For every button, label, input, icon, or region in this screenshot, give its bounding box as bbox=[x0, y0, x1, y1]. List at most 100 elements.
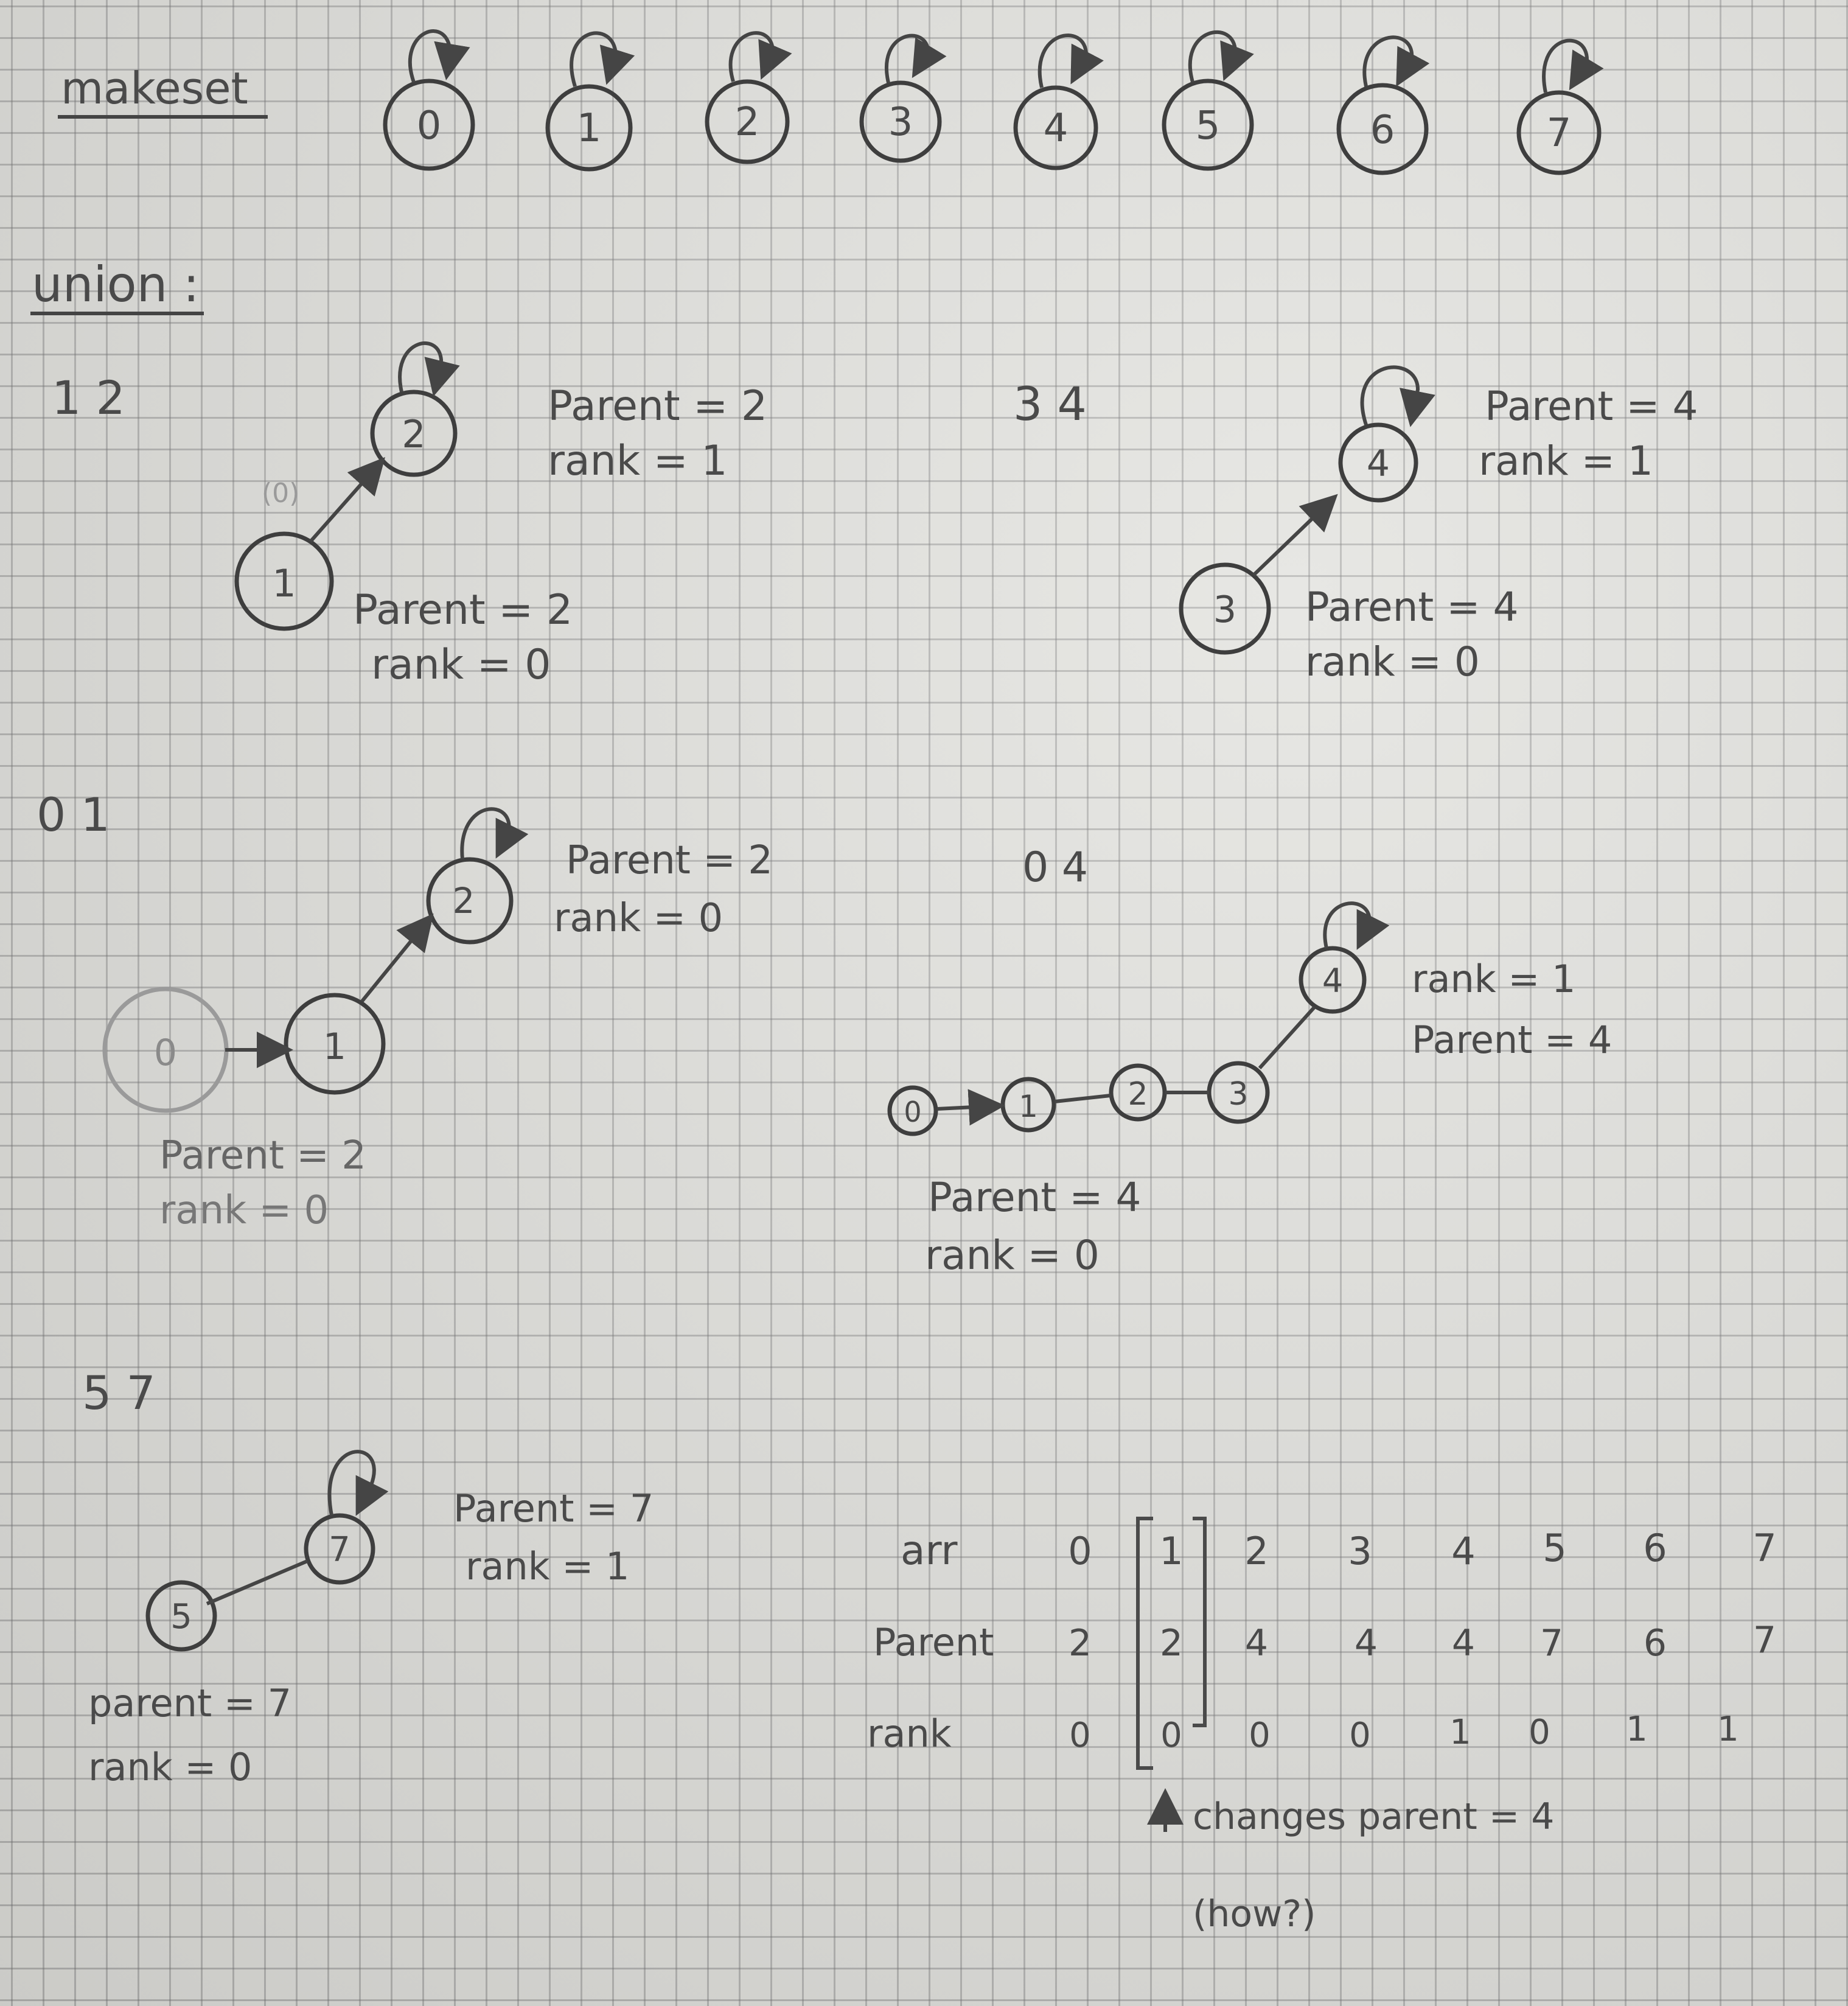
root-node bbox=[304, 1513, 375, 1585]
operation-label: 0 1 bbox=[37, 788, 110, 842]
child-node bbox=[234, 531, 334, 631]
root-parent-text: Parent = 4 bbox=[1412, 1018, 1612, 1062]
node-2-label: 2 bbox=[1128, 1076, 1148, 1113]
child-rank-text: rank = 0 bbox=[925, 1232, 1100, 1279]
node-1-label: 1 bbox=[323, 1026, 346, 1068]
table-cell: 0 bbox=[1068, 1529, 1092, 1573]
table-cell: 1 bbox=[1159, 1529, 1183, 1573]
node-circle bbox=[1516, 90, 1602, 175]
table-cell: 2 bbox=[1244, 1529, 1268, 1573]
node-circle bbox=[859, 80, 942, 163]
union-0-4: 0 4 4 3 2 1 0 rank = 1 Parent = 4 Parent… bbox=[887, 844, 1612, 1279]
edge-3-to-4 bbox=[1252, 494, 1338, 577]
table-cell: 5 bbox=[1543, 1526, 1566, 1570]
child-parent-text: Parent = 2 bbox=[159, 1133, 366, 1178]
note-text: changes parent = 4 bbox=[1193, 1795, 1554, 1838]
node-2 bbox=[426, 857, 514, 945]
self-loop bbox=[1188, 30, 1254, 83]
child-rank-text: rank = 0 bbox=[371, 641, 551, 689]
child-label: 5 bbox=[170, 1597, 192, 1637]
child-parent-text: parent = 7 bbox=[88, 1681, 291, 1725]
table-cell: 1 bbox=[1626, 1710, 1648, 1749]
node-4-label: 4 bbox=[1322, 962, 1343, 1000]
row-label-rank: rank bbox=[867, 1711, 952, 1756]
table-cell: 0 bbox=[1249, 1716, 1271, 1755]
edge-1-to-2 bbox=[360, 913, 434, 1002]
root-parent-text: Parent = 2 bbox=[548, 382, 767, 430]
node-circle bbox=[545, 84, 633, 172]
node-0-label: 0 bbox=[904, 1096, 921, 1128]
self-loop bbox=[398, 341, 460, 397]
root-rank-text: rank = 1 bbox=[548, 437, 728, 485]
self-loop bbox=[1362, 35, 1430, 87]
self-loop bbox=[327, 1450, 389, 1516]
table-cell: 6 bbox=[1644, 1622, 1667, 1665]
root-rank-text: rank = 0 bbox=[554, 896, 723, 941]
child-label: 3 bbox=[1213, 589, 1236, 631]
node-label: 6 bbox=[1370, 108, 1395, 153]
makeset-node-0: 0 bbox=[383, 29, 475, 171]
node-0-label: 0 bbox=[154, 1032, 177, 1074]
operation-label: 0 4 bbox=[1022, 844, 1088, 892]
erased-label: (0) bbox=[262, 478, 299, 509]
union-3-4: 3 4 4 3 Parent = 4 rank = 1 Parent = 4 r… bbox=[1013, 365, 1698, 685]
node-circle bbox=[1162, 79, 1254, 171]
root-node bbox=[370, 390, 458, 477]
self-loop bbox=[1360, 365, 1435, 427]
table-cell: 4 bbox=[1452, 1622, 1475, 1665]
child-rank-text: rank = 0 bbox=[88, 1745, 253, 1789]
row-label-arr: arr bbox=[901, 1527, 958, 1574]
node-circle bbox=[383, 79, 475, 171]
highlight-bracket-right bbox=[1193, 1517, 1207, 1727]
root-rank-text: rank = 1 bbox=[1412, 957, 1576, 1001]
node-label: 0 bbox=[417, 103, 442, 149]
root-rank-text: rank = 1 bbox=[465, 1544, 630, 1588]
edge-1-to-2 bbox=[1054, 1094, 1111, 1103]
child-parent-text: Parent = 4 bbox=[1305, 584, 1519, 631]
makeset-node-5: 5 bbox=[1162, 30, 1254, 171]
root-label: 7 bbox=[329, 1530, 350, 1570]
union-5-7: 5 7 7 5 Parent = 7 rank = 1 parent = 7 r… bbox=[82, 1366, 654, 1789]
table-cell: 6 bbox=[1643, 1526, 1667, 1570]
self-loop bbox=[1037, 33, 1104, 88]
makeset-node-7: 7 bbox=[1516, 38, 1604, 175]
makeset-node-1: 1 bbox=[545, 31, 635, 172]
table-cell: 1 bbox=[1717, 1710, 1739, 1749]
question-text: (how?) bbox=[1193, 1893, 1316, 1935]
table-cell: 2 bbox=[1069, 1622, 1092, 1665]
root-parent-text: Parent = 4 bbox=[1485, 383, 1698, 430]
root-node bbox=[1338, 422, 1418, 503]
node-circle bbox=[1013, 85, 1098, 170]
self-loop bbox=[885, 33, 947, 83]
node-4 bbox=[1299, 946, 1367, 1014]
node-label: 1 bbox=[577, 106, 602, 151]
self-loop bbox=[408, 29, 470, 83]
table-cell: 0 bbox=[1069, 1716, 1091, 1755]
node-label: 4 bbox=[1044, 106, 1069, 151]
child-label: 1 bbox=[272, 561, 296, 606]
makeset-node-2: 2 bbox=[705, 31, 792, 164]
union-title: union : bbox=[32, 256, 200, 313]
table-cell: 4 bbox=[1451, 1529, 1475, 1573]
table-row-arr: 0 1 2 3 4 5 6 7 bbox=[1068, 1526, 1776, 1573]
self-loop bbox=[728, 31, 792, 82]
table-cell: 4 bbox=[1245, 1622, 1268, 1665]
self-loop bbox=[460, 807, 529, 860]
table-cell: 1 bbox=[1449, 1713, 1471, 1752]
makeset-node-6: 6 bbox=[1336, 35, 1430, 175]
child-rank-text: rank = 0 bbox=[159, 1188, 329, 1233]
table-cell: 7 bbox=[1752, 1526, 1776, 1570]
highlight-bracket-left bbox=[1136, 1517, 1153, 1770]
root-parent-text: Parent = 2 bbox=[566, 838, 773, 883]
child-parent-text: Parent = 4 bbox=[928, 1174, 1142, 1221]
node-2-label: 2 bbox=[453, 880, 475, 921]
child-node bbox=[145, 1580, 217, 1652]
table-row-rank: 0 0 0 0 1 0 1 1 bbox=[1069, 1710, 1739, 1755]
operation-label: 3 4 bbox=[1013, 377, 1087, 431]
self-loop bbox=[1323, 901, 1390, 950]
union-0-1: 0 1 2 1 0 Parent = 2 rank = 0 Parent = 2… bbox=[37, 788, 773, 1233]
root-label: 4 bbox=[1367, 442, 1390, 485]
table-cell: 0 bbox=[1160, 1716, 1182, 1755]
node-1-label: 1 bbox=[1019, 1089, 1038, 1124]
